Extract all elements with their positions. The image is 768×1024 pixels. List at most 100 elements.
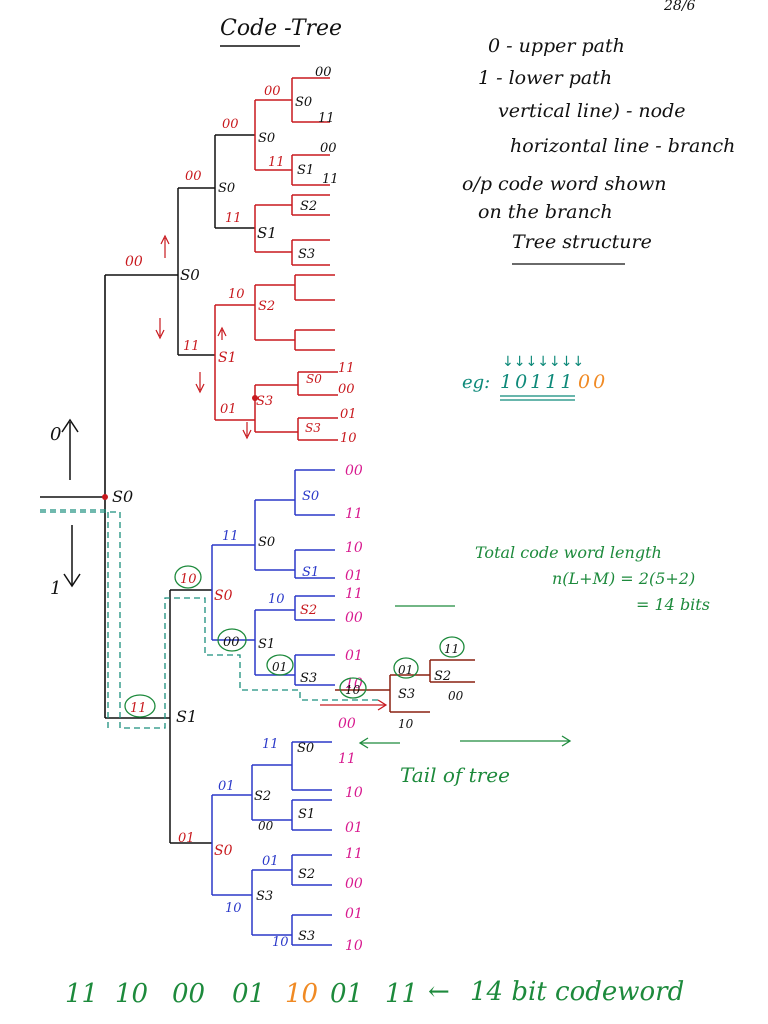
- total-line-3: = 14 bits: [636, 595, 710, 614]
- red-state-label: S0: [306, 372, 322, 386]
- upper-node-state: S0: [180, 266, 200, 284]
- lower-subtree: [169, 589, 212, 844]
- blue-state-label: S2: [298, 867, 315, 882]
- traced-path: [40, 509, 380, 732]
- path-label: 01: [398, 663, 413, 677]
- blue-branch-label: 10: [268, 592, 285, 607]
- blue-state-label: S1: [298, 807, 315, 822]
- red-state-label: S3: [298, 247, 315, 262]
- down-arrow-label: 1: [50, 578, 61, 599]
- root-node-dot: [102, 494, 108, 500]
- path-label: 11: [130, 701, 147, 716]
- leaf-output: 10: [345, 938, 363, 954]
- red-state-label: S1: [218, 350, 237, 366]
- red-state-label: S0: [295, 95, 312, 110]
- tail-arrows: [358, 605, 572, 749]
- down-arrow: [63, 525, 81, 588]
- leaf-output: 11: [322, 172, 339, 187]
- path-label: 00: [223, 635, 240, 650]
- blue-state-label: S1: [258, 637, 275, 652]
- red-state-label: S3: [256, 394, 273, 409]
- blue-state-label: S2: [300, 603, 317, 618]
- red-state-label: S1: [297, 163, 314, 178]
- legend-codeword-1: o/p code word shown: [462, 173, 666, 195]
- page-number: 28/6: [663, 0, 696, 14]
- red-branch-label: 00: [222, 117, 239, 132]
- red-state-label: S2: [258, 299, 275, 314]
- red-node-dot: [252, 395, 258, 401]
- blue-branch-label: 11: [222, 529, 239, 544]
- path-label: 01: [272, 660, 287, 674]
- path-label: 11: [444, 642, 459, 656]
- blue-branch-label: 10: [272, 935, 289, 950]
- legend-node: vertical line) - node: [498, 100, 686, 122]
- example-arrows: ↓↓↓↓↓↓↓: [502, 354, 584, 370]
- codeword-group: 11: [65, 979, 98, 1009]
- red-arrows: [155, 234, 252, 440]
- red-state-label: S0: [258, 131, 275, 146]
- leaf-output: 00: [338, 716, 356, 732]
- leaf-output: 01: [345, 648, 363, 664]
- blue-branch-label: 00: [258, 819, 274, 833]
- codeword-group: 01: [232, 979, 265, 1009]
- tail-arrow-right: [320, 699, 388, 711]
- blue-branch-label: 01: [218, 779, 235, 794]
- diagram-title: Code -Tree: [220, 16, 342, 41]
- red-state-label: S0: [218, 181, 235, 196]
- total-line-1: Total code word length: [475, 543, 662, 562]
- tail-extension: [335, 659, 475, 713]
- tail-label: 00: [448, 689, 464, 703]
- blue-branch-label: 01: [178, 831, 195, 846]
- tail-label: 10: [398, 717, 414, 731]
- root-section: [40, 274, 178, 719]
- codeword-group: 01: [330, 979, 363, 1009]
- red-branch-label: 11: [183, 339, 200, 354]
- leaf-output: 11: [338, 361, 355, 376]
- leaf-output: 00: [315, 65, 332, 80]
- total-line-2: n(L+M) = 2(5+2): [552, 569, 695, 588]
- legend-notes: 0 - upper path 1 - lower path vertical l…: [462, 35, 735, 253]
- root-state: S0: [112, 487, 133, 506]
- leaf-output: 10: [345, 676, 363, 692]
- blue-state-label: S3: [256, 889, 273, 904]
- example-bits-orange: 00: [578, 371, 608, 393]
- codeword-group: 11: [385, 979, 418, 1009]
- legend-upper: 0 - upper path: [488, 35, 625, 57]
- path-label: 10: [180, 572, 197, 587]
- leaf-output: 11: [345, 586, 363, 602]
- red-branch-label: 01: [220, 402, 237, 417]
- blue-branch-label: 11: [262, 737, 279, 752]
- leaf-output: 11: [345, 506, 363, 522]
- up-arrow-label: 0: [50, 424, 61, 445]
- codeword-group: 10: [285, 979, 318, 1009]
- leaf-output: 01: [340, 407, 357, 422]
- legend-codeword-2: on the branch: [478, 201, 613, 223]
- path-label: 10: [345, 683, 361, 697]
- bottom-codeword: 11 10 00 01 10 01 11 ← 14 bit codeword: [65, 977, 684, 1009]
- blue-state-label: S0: [214, 588, 233, 604]
- red-state-label: S3: [305, 421, 321, 435]
- leaf-output: 00: [345, 463, 363, 479]
- red-leaf-outputs: 00 11 00 11 11 00 01 10: [315, 65, 357, 446]
- leaf-output: 01: [345, 568, 363, 584]
- codeword-label: 14 bit codeword: [470, 977, 684, 1007]
- blue-branch-label: 01: [262, 854, 279, 869]
- up-arrow: [61, 418, 79, 480]
- blue-state-label: S3: [298, 929, 315, 944]
- blue-state-label: S2: [254, 789, 271, 804]
- red-branch-label: 11: [225, 211, 242, 226]
- blue-state-label: S0: [297, 741, 314, 756]
- upper-branch-label: 00: [125, 254, 143, 270]
- upper-subtree: [177, 134, 255, 356]
- blue-state-label: S1: [302, 565, 319, 580]
- leaf-output: 10: [340, 431, 357, 446]
- tail-of-tree-label: Tail of tree: [400, 763, 510, 787]
- leaf-output: 00: [320, 141, 337, 156]
- red-branch-label: 10: [228, 287, 245, 302]
- blue-state-label: S3: [300, 671, 317, 686]
- leaf-output: 01: [345, 820, 363, 836]
- tail-node: S3: [398, 687, 415, 702]
- blue-state-label: S0: [302, 489, 319, 504]
- legend-branch: horizontal line - branch: [510, 135, 735, 157]
